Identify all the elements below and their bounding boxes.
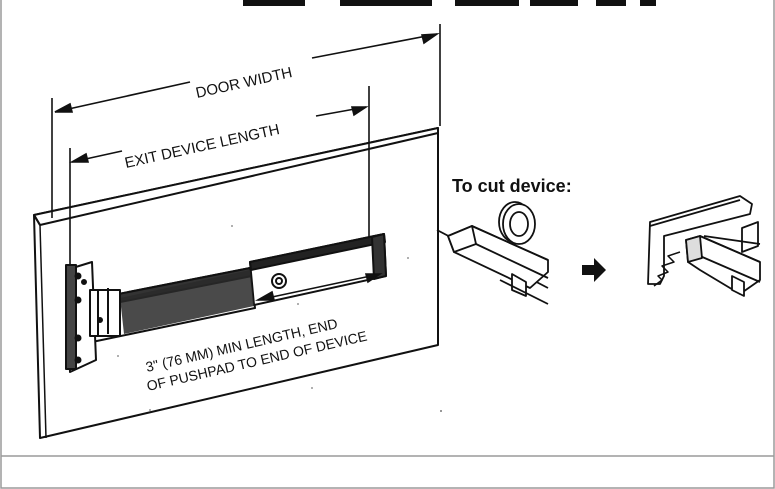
tape-roll-icon [498,201,536,245]
exit-device-length-label: EXIT DEVICE LENGTH [123,121,281,172]
speck [440,410,442,412]
exit-device-length-dimension [68,86,370,270]
exit-device [65,233,387,373]
cropped-title-fragments [243,0,656,6]
cut-detail-saw [647,195,761,297]
cut-device-title: To cut device: [452,176,572,196]
cut-detail-rail [436,225,549,305]
min-length-dimension [254,273,383,301]
door-width-label: DOOR WIDTH [194,64,294,102]
door-width-dimension [51,24,441,218]
right-arrow-icon [582,258,606,282]
